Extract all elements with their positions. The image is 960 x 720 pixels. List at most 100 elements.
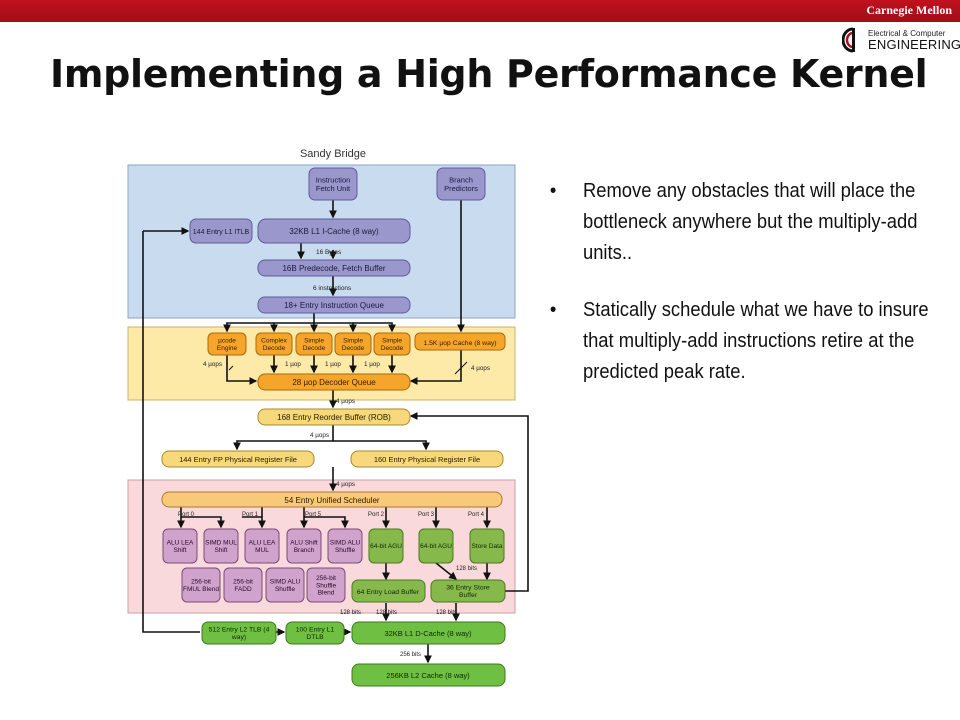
bus-label-6-instructions: 6 instructions	[313, 285, 352, 292]
agu-label-2: 64-bit AGU	[420, 543, 452, 550]
diagram-title: Sandy Bridge	[300, 148, 366, 160]
predecode-block: 16B Predecode, Fetch Buffer	[257, 259, 411, 277]
icache-label: 32KB L1 I-Cache (8 way)	[289, 227, 379, 236]
port-0-label: Port 0	[178, 512, 195, 518]
physical-register-file-block: 160 Entry Physical Register File	[350, 450, 504, 468]
bus-label-4-uops-b: 4 µops	[471, 365, 490, 372]
bullet-text: Statically schedule what we have to insu…	[582, 299, 929, 383]
reorder-buffer-label: 168 Entry Reorder Buffer (ROB)	[277, 413, 391, 422]
institution-name: Carnegie Mellon	[866, 3, 952, 17]
instruction-queue-label: 18+ Entry Instruction Queue	[284, 301, 384, 310]
bus-label-1-uop-c: 1 µop	[364, 361, 380, 368]
itlb-label: 144 Entry L1 ITLB	[193, 229, 250, 236]
port-1-label: Port 1	[242, 512, 259, 518]
fp-register-file-block: 144 Entry FP Physical Register File	[161, 450, 315, 468]
ece-logo-icon	[842, 27, 855, 53]
bullet-dot: •	[549, 180, 557, 202]
l1-dcache-block: 32KB L1 D-Cache (8 way)	[351, 621, 506, 645]
bus-label-128-bits-a: 128 bits	[456, 566, 477, 572]
decoder-queue-block: 28 µop Decoder Queue	[257, 373, 411, 391]
bullet-dot: •	[549, 299, 557, 321]
bus-label-128-bits-d: 128 bits	[436, 610, 457, 616]
port-3-label: Port 3	[418, 512, 435, 518]
bus-label-128-bits-b: 128 bits	[340, 610, 361, 616]
decoder-queue-label: 28 µop Decoder Queue	[292, 378, 376, 387]
dept-name-line2: ENGINEERING	[868, 37, 960, 52]
top-banner: Carnegie Mellon	[0, 0, 960, 22]
itlb-block: 144 Entry L1 ITLB	[189, 218, 253, 244]
bus-label-256-bits: 256 bits	[400, 652, 421, 658]
bullet-item: • Remove any obstacles that will place th…	[548, 176, 960, 269]
predecode-label: 16B Predecode, Fetch Buffer	[282, 264, 385, 273]
uop-cache-block: 1.5K µop Cache (8 way)	[414, 332, 506, 351]
dept-name-line1: Electrical & Computer	[868, 29, 946, 38]
port-4-label: Port 4	[468, 512, 485, 518]
bullet-item: • Statically schedule what we have to ins…	[548, 295, 960, 388]
bus-label-1-uop-b: 1 µop	[325, 361, 341, 368]
store-data-label: Store Data	[471, 543, 502, 550]
slide-title: Implementing a High Performance Kernel	[50, 52, 928, 96]
icache-block: 32KB L1 I-Cache (8 way)	[257, 218, 411, 244]
bullet-text: Remove any obstacles that will place the…	[582, 180, 918, 264]
unified-scheduler-block: 54 Entry Unified Scheduler	[161, 491, 503, 508]
agu-unit-2: 64-bit AGU	[418, 528, 454, 564]
l2-cache-block: 256KB L2 Cache (8 way)	[351, 663, 506, 687]
bus-label-128-bits-c: 128 bits	[376, 610, 397, 616]
bus-label-4-uops-a: 4 µops	[203, 361, 222, 368]
fp-register-file-label: 144 Entry FP Physical Register File	[179, 455, 297, 464]
physical-register-file-label: 160 Entry Physical Register File	[374, 455, 480, 464]
uop-cache-label: 1.5K µop Cache (8 way)	[423, 340, 496, 347]
bus-label-16-bytes: 16 Bytes	[316, 249, 342, 256]
load-buffer-block: 64 Entry Load Buffer	[351, 579, 426, 603]
l1-dcache-label: 32KB L1 D-Cache (8 way)	[384, 629, 472, 638]
sandy-bridge-diagram: Sandy Bridge	[127, 148, 529, 687]
agu-unit-1: 64-bit AGU	[368, 528, 404, 564]
instruction-queue-block: 18+ Entry Instruction Queue	[257, 296, 411, 314]
bus-label-4-uops-d: 4 µops	[310, 432, 329, 439]
load-buffer-label: 64 Entry Load Buffer	[357, 589, 420, 596]
port-2-label: Port 2	[368, 512, 385, 518]
bus-label-4-uops-e: 4 µops	[336, 481, 355, 488]
store-data-unit: Store Data	[469, 528, 505, 564]
l2-cache-label: 256KB L2 Cache (8 way)	[386, 671, 470, 680]
unified-scheduler-label: 54 Entry Unified Scheduler	[284, 496, 380, 505]
agu-label-1: 64-bit AGU	[370, 543, 402, 550]
bus-label-1-uop-a: 1 µop	[285, 361, 301, 368]
bus-label-4-uops-c: 4 µops	[336, 398, 355, 405]
